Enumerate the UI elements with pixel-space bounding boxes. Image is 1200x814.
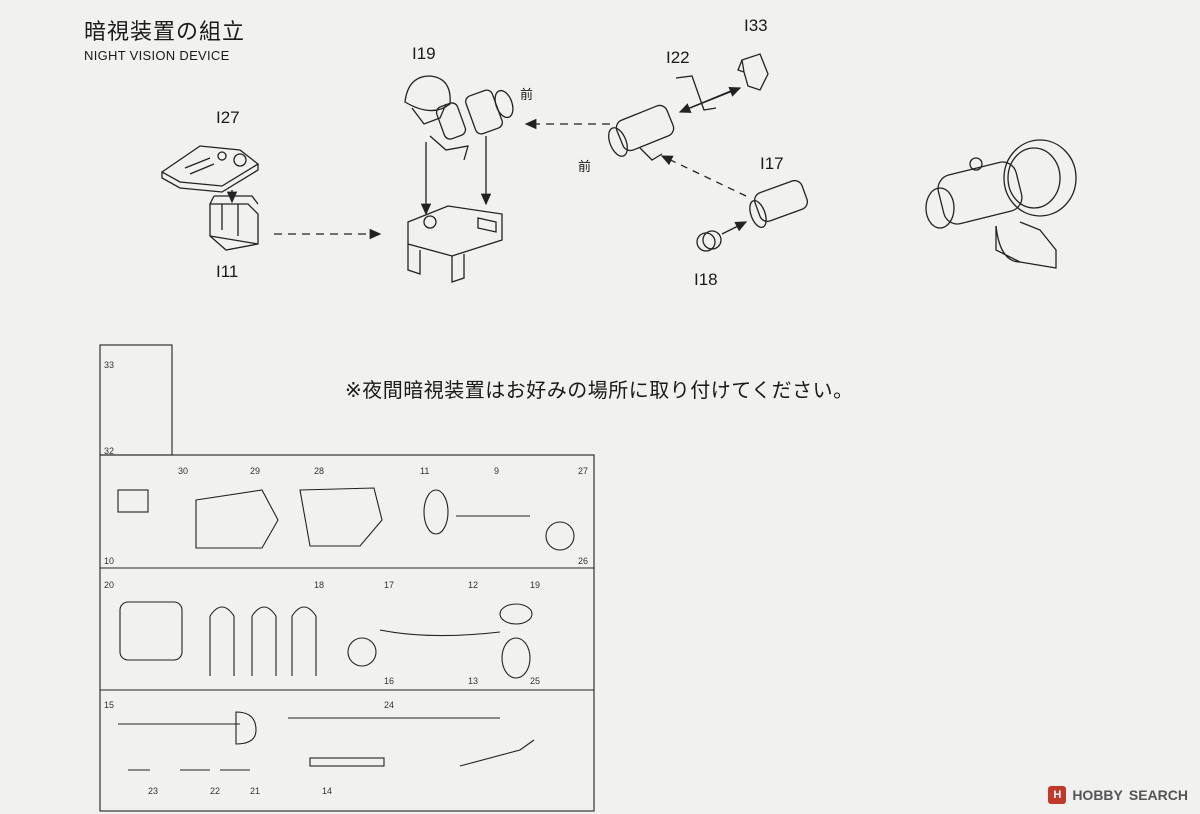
label-i18: I18	[694, 270, 718, 289]
sprue-number: 29	[250, 466, 261, 476]
title-japanese: 暗視装置の組立	[84, 20, 246, 45]
sprue-number: 26	[578, 556, 589, 566]
sprue-number: 13	[468, 676, 479, 686]
label-i17: I17	[760, 154, 784, 173]
sprue-number: 12	[468, 580, 479, 590]
watermark: H HOBBY SEARCH	[1048, 786, 1188, 804]
sprue-number: 21	[250, 786, 261, 796]
part-i33-drawing	[737, 53, 769, 91]
sprue-number: 27	[578, 466, 589, 476]
placement-note: ※夜間暗視装置はお好みの場所に取り付けてください。	[345, 378, 854, 402]
sprue-number: 23	[148, 786, 159, 796]
sprue-number: 16	[384, 676, 395, 686]
parts-sprue-drawing	[99, 344, 595, 812]
sprue-number: 19	[530, 580, 541, 590]
label-i19: I19	[412, 44, 436, 63]
part-i22-drawing	[608, 104, 675, 161]
sprue-number: 22	[210, 786, 221, 796]
sprue-number: 11	[420, 466, 430, 476]
sprue-number: 28	[314, 466, 325, 476]
label-i27: I27	[216, 108, 240, 127]
sprue-number: 14	[322, 786, 333, 796]
sprue-number: 33	[104, 360, 115, 370]
sprue-number: 30	[178, 466, 189, 476]
watermark-brand-b: SEARCH	[1128, 787, 1188, 803]
sprue-number: 18	[314, 580, 325, 590]
title-english: NIGHT VISION DEVICE	[84, 48, 230, 63]
part-i27-drawing	[160, 145, 260, 193]
part-i18-drawing	[696, 230, 722, 252]
sprue-number: 25	[530, 676, 541, 686]
label-i22: I22	[666, 48, 690, 67]
label-i11: I11	[216, 262, 239, 281]
front-label-i22: 前	[578, 160, 592, 175]
front-label-i19: 前	[520, 88, 534, 103]
watermark-brand-a: HOBBY	[1072, 787, 1123, 803]
sprue-number: 24	[384, 700, 395, 710]
sprue-number: 15	[104, 700, 115, 710]
completed-assembly-drawing	[925, 139, 1077, 269]
sprue-number: 17	[384, 580, 395, 590]
sprue-number: 20	[104, 580, 115, 590]
sprue-number: 32	[104, 446, 115, 456]
label-i33: I33	[744, 16, 768, 35]
watermark-logo-icon: H	[1048, 786, 1067, 804]
part-i17-drawing	[749, 179, 809, 229]
sprue-number: 9	[494, 466, 500, 476]
part-i11-drawing	[209, 195, 259, 251]
sprue-number: 10	[104, 556, 115, 566]
part-i19-drawing	[404, 75, 514, 283]
